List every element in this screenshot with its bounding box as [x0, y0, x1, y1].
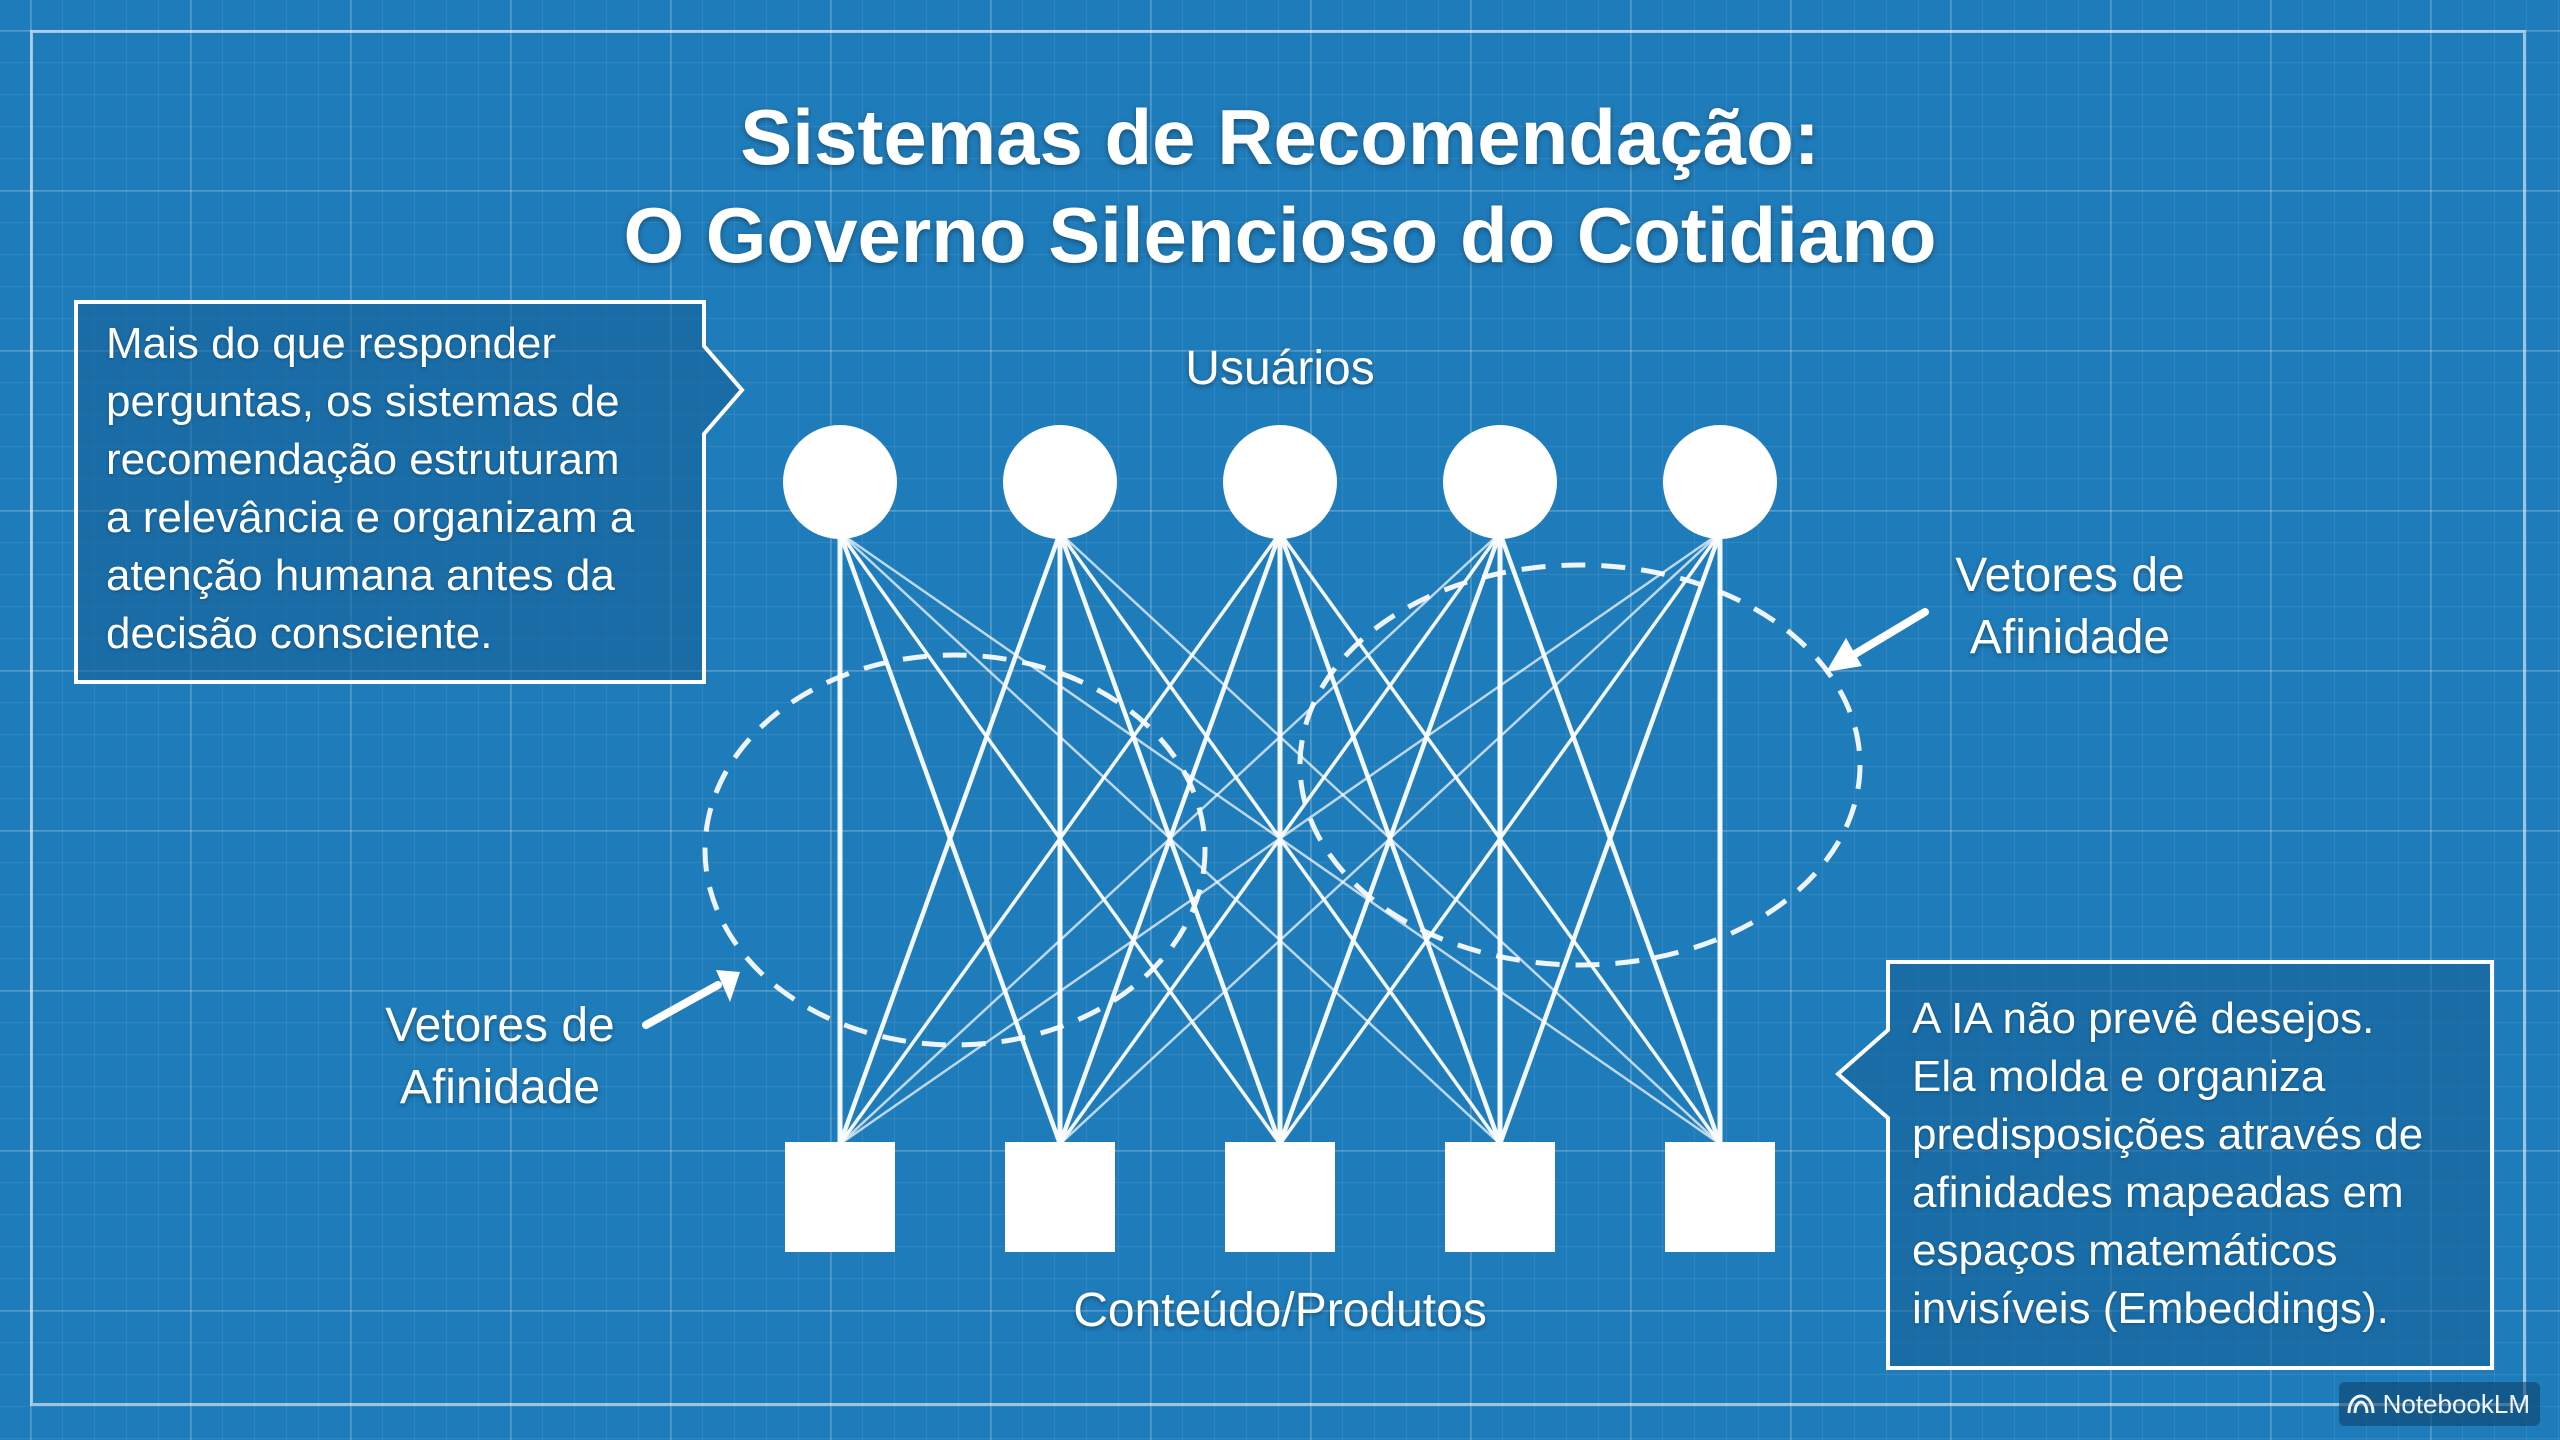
- callout-right-line: espaços matemáticos: [1912, 1226, 2338, 1275]
- callout-left-line: atenção humana antes da: [106, 551, 615, 600]
- affinity-edge: [837, 532, 1063, 1145]
- watermark-label: NotebookLM: [2382, 1388, 2530, 1419]
- content-label: Conteúdo/Produtos: [1073, 1284, 1487, 1337]
- notebooklm-watermark: NotebookLM: [2338, 1382, 2540, 1426]
- user-node: [1663, 425, 1777, 539]
- affinity-ring-right: [1297, 562, 1863, 968]
- content-node: [1225, 1142, 1335, 1252]
- notebooklm-logo-icon: [2347, 1394, 2375, 1414]
- content-node: [785, 1142, 895, 1252]
- arrow-left-icon: [642, 970, 740, 1029]
- callout-right-text: A IA não prevê desejos. Ela molda e orga…: [1912, 990, 2482, 1338]
- user-nodes: [783, 425, 1777, 539]
- title-line-2: O Governo Silencioso do Cotidiano: [623, 191, 1937, 279]
- callout-left-line: recomendação estruturam: [106, 435, 620, 484]
- callout-left-line: Mais do que responder: [106, 319, 557, 368]
- title-line-1: Sistemas de Recomendação:: [740, 93, 1820, 181]
- affinity-label-right: Vetores de Afinidade: [1880, 545, 2260, 669]
- callout-box-right: [1834, 960, 2494, 1370]
- callout-left-line: decisão consciente.: [106, 609, 493, 658]
- callout-right-line: A IA não prevê desejos.: [1912, 994, 2375, 1043]
- content-node: [1445, 1142, 1555, 1252]
- affinity-arrows: [642, 608, 1929, 1029]
- affinity-label-right-line-2: Afinidade: [1969, 611, 2171, 664]
- affinity-edge: [1497, 532, 1723, 1145]
- affinity-label-right-line-1: Vetores de: [1955, 549, 2185, 602]
- content-node: [1665, 1142, 1775, 1252]
- affinity-ring-left: [702, 652, 1208, 1048]
- affinity-label-left: Vetores de Afinidade: [310, 995, 690, 1119]
- affinity-edge: [1278, 531, 1722, 1146]
- callout-right-line: Ela molda e organiza: [1912, 1052, 2326, 1101]
- user-node: [1223, 425, 1337, 539]
- callout-left-text: Mais do que responder perguntas, os sist…: [106, 315, 696, 663]
- callout-right-line: predisposições através de: [1912, 1110, 2424, 1159]
- affinity-label-left-line-2: Afinidade: [399, 1061, 601, 1114]
- affinity-edge: [839, 532, 1501, 1145]
- callout-boxes: [74, 300, 2494, 1370]
- affinity-edge: [1059, 532, 1721, 1145]
- affinity-rings: [702, 562, 1863, 1048]
- page-title: Sistemas de Recomendação: O Governo Sile…: [0, 88, 2560, 284]
- content-nodes: [785, 1142, 1775, 1252]
- arrow-right-icon: [1826, 608, 1929, 672]
- canvas-frame: [30, 30, 2526, 1406]
- callout-left-line: a relevância e organizam a: [106, 493, 635, 542]
- user-node: [1003, 425, 1117, 539]
- affinity-edges: [837, 531, 1723, 1146]
- affinity-edge: [838, 531, 1282, 1146]
- users-label: Usuários: [1185, 342, 1375, 395]
- affinity-label-left-line-1: Vetores de: [385, 999, 615, 1052]
- callout-right-line: invisíveis (Embeddings).: [1912, 1284, 2389, 1333]
- user-node: [783, 425, 897, 539]
- content-node: [1005, 1142, 1115, 1252]
- user-node: [1443, 425, 1557, 539]
- callout-right-line: afinidades mapeadas em: [1912, 1168, 2404, 1217]
- callout-box-left: [74, 300, 745, 684]
- affinity-edge: [839, 531, 1721, 1146]
- callout-left-line: perguntas, os sistemas de: [106, 377, 620, 426]
